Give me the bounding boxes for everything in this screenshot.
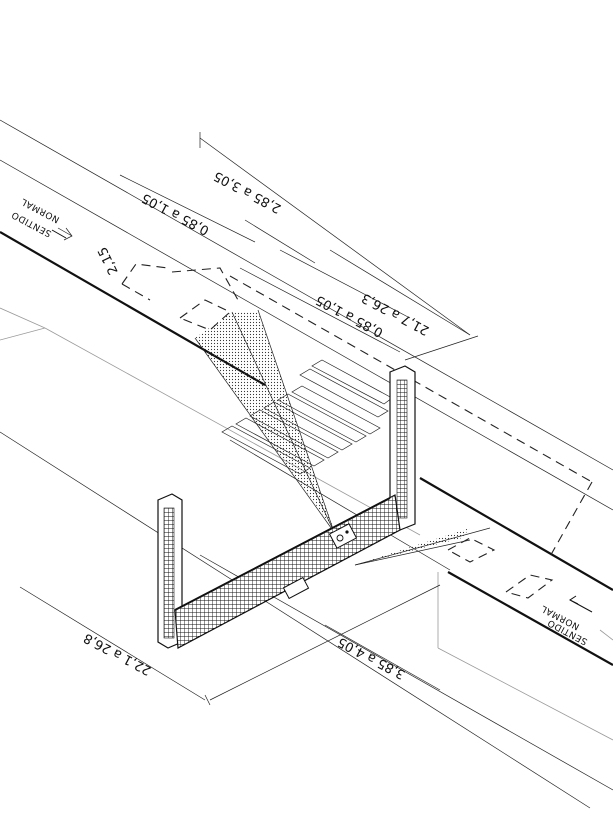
- direction-arrow-right: [569, 595, 593, 613]
- sight-cone: [194, 309, 491, 566]
- gantry-beam-top: [174, 497, 391, 611]
- roadway: [0, 119, 613, 809]
- dim-upper-a: 0,85 a 1,05: [139, 190, 211, 238]
- road-centerline-far: [419, 477, 613, 591]
- shoulder-right-2: [437, 647, 613, 741]
- dim-lower: 3,85 a 4,05: [335, 634, 407, 682]
- road-edge-lower: [447, 571, 613, 666]
- vehicle-projections: [121, 263, 593, 599]
- sight-cone-lower: [355, 528, 470, 565]
- shoulder-right-3: [599, 629, 613, 641]
- road-edge-upper: [0, 119, 613, 471]
- road-edge-bottom: [0, 431, 591, 809]
- gantry-beam: [174, 494, 401, 649]
- shoulder-left-3: [44, 327, 421, 536]
- dim-small: 2,15: [95, 244, 121, 277]
- dim-span-bottom: 22,1 a 26,8: [81, 630, 153, 678]
- sign-panel: [282, 576, 310, 600]
- dimension-lines: [19, 132, 479, 706]
- shoulder-left-2: [0, 307, 46, 329]
- sight-cone-fill: [195, 312, 334, 530]
- shoulder-left-1: [0, 327, 46, 341]
- gantry-structure: [157, 365, 416, 649]
- direction-arrow-left: [51, 227, 73, 241]
- camera-unit: [328, 523, 358, 549]
- road-edge-upper-2: [0, 159, 613, 511]
